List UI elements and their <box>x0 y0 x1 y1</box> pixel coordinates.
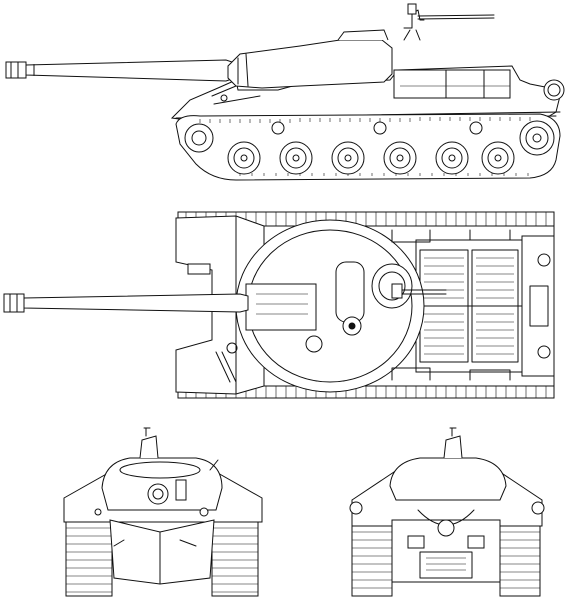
top-loader-hatch <box>335 261 365 323</box>
top-view <box>3 211 555 399</box>
top-gun-barrel <box>23 293 249 313</box>
side-gun <box>5 59 233 82</box>
top-aa-machine-gun <box>391 283 447 299</box>
front-track-left <box>65 519 113 597</box>
side-engine-deck <box>393 69 511 99</box>
side-muzzle-brake <box>5 61 27 79</box>
side-turret <box>227 39 393 89</box>
rear-track-left <box>351 523 393 597</box>
top-headlight <box>187 263 211 275</box>
rear-track-right <box>499 523 541 597</box>
side-aa-machine-gun <box>403 3 495 41</box>
front-glacis <box>109 519 215 585</box>
top-gun-mantlet <box>245 283 317 331</box>
rear-cupola <box>443 435 463 459</box>
side-idler-wheel <box>184 123 214 153</box>
side-fuel-drum <box>543 79 565 101</box>
side-cupola <box>337 29 389 41</box>
front-headlight <box>199 507 209 517</box>
rear-exhaust <box>407 535 425 549</box>
side-road-wheels <box>227 141 515 175</box>
front-view <box>63 427 263 597</box>
front-track-right <box>211 519 259 597</box>
rear-fuel-drum <box>349 501 363 515</box>
rear-towing-eye <box>437 519 455 537</box>
front-gun-muzzle <box>147 483 169 505</box>
rear-exhaust <box>467 535 485 549</box>
rear-turret <box>389 457 507 501</box>
side-view <box>5 3 565 181</box>
rear-view <box>349 427 545 597</box>
front-mantlet-sight <box>175 479 187 501</box>
top-gun <box>3 293 249 313</box>
front-turret <box>101 457 223 511</box>
side-return-roller <box>373 121 387 135</box>
top-muzzle-brake <box>3 293 25 313</box>
front-cupola <box>139 435 159 459</box>
rear-fuel-drum <box>531 501 545 515</box>
side-gun-barrel <box>25 59 233 82</box>
side-return-roller <box>271 121 285 135</box>
top-vent <box>305 335 323 353</box>
side-drive-sprocket <box>519 120 555 156</box>
side-return-roller <box>469 121 483 135</box>
front-headlight <box>94 508 102 516</box>
